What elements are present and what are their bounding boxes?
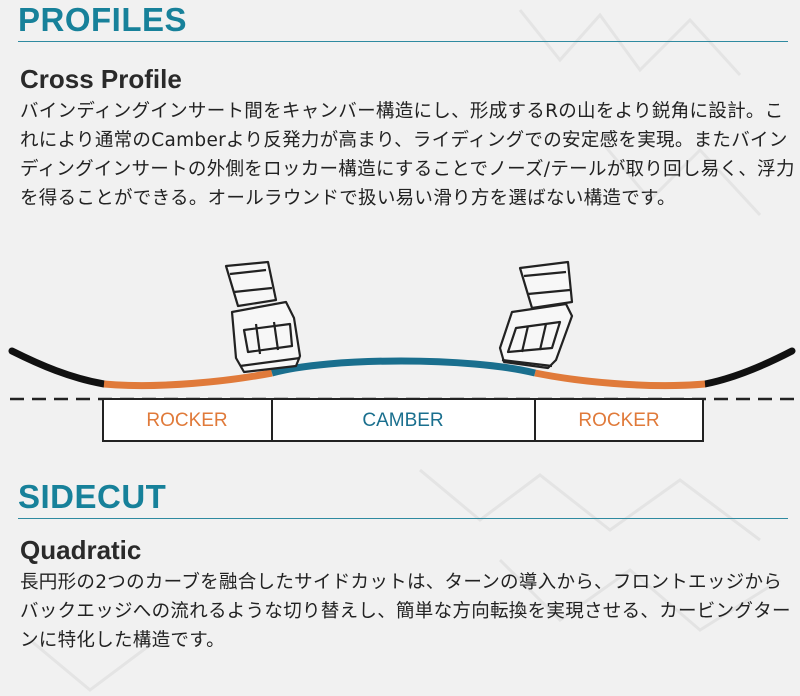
board-camber-center	[271, 357, 536, 377]
rocker-left-label: ROCKER	[146, 410, 227, 431]
rocker-right-box	[534, 398, 704, 442]
profiles-divider	[18, 41, 788, 42]
board-rocker-right	[534, 369, 706, 390]
cross-profile-description: バインディングインサート間をキャンバー構造にし、形成するRの山をより鋭角に設計。…	[20, 101, 795, 209]
profiles-heading: PROFILES	[18, 1, 188, 38]
quadratic-subheading: Quadratic	[20, 535, 142, 565]
quadratic-description: 長円形の2つのカーブを融合したサイドカットは、ターンの導入から、フロントエッジか…	[20, 572, 791, 651]
camber-label: CAMBER	[362, 410, 443, 431]
sidecut-divider	[18, 518, 788, 519]
board-rocker-left	[103, 369, 273, 390]
right-binding-icon	[498, 260, 574, 370]
board-tail-tip	[701, 347, 796, 388]
board-profile-diagram: ROCKER CAMBER ROCKER	[8, 260, 800, 442]
left-binding-icon	[224, 260, 302, 374]
sidecut-heading: SIDECUT	[18, 478, 167, 515]
cross-profile-subheading: Cross Profile	[20, 64, 182, 94]
board-nose-tip	[8, 347, 108, 388]
rocker-right-label: ROCKER	[578, 410, 659, 431]
